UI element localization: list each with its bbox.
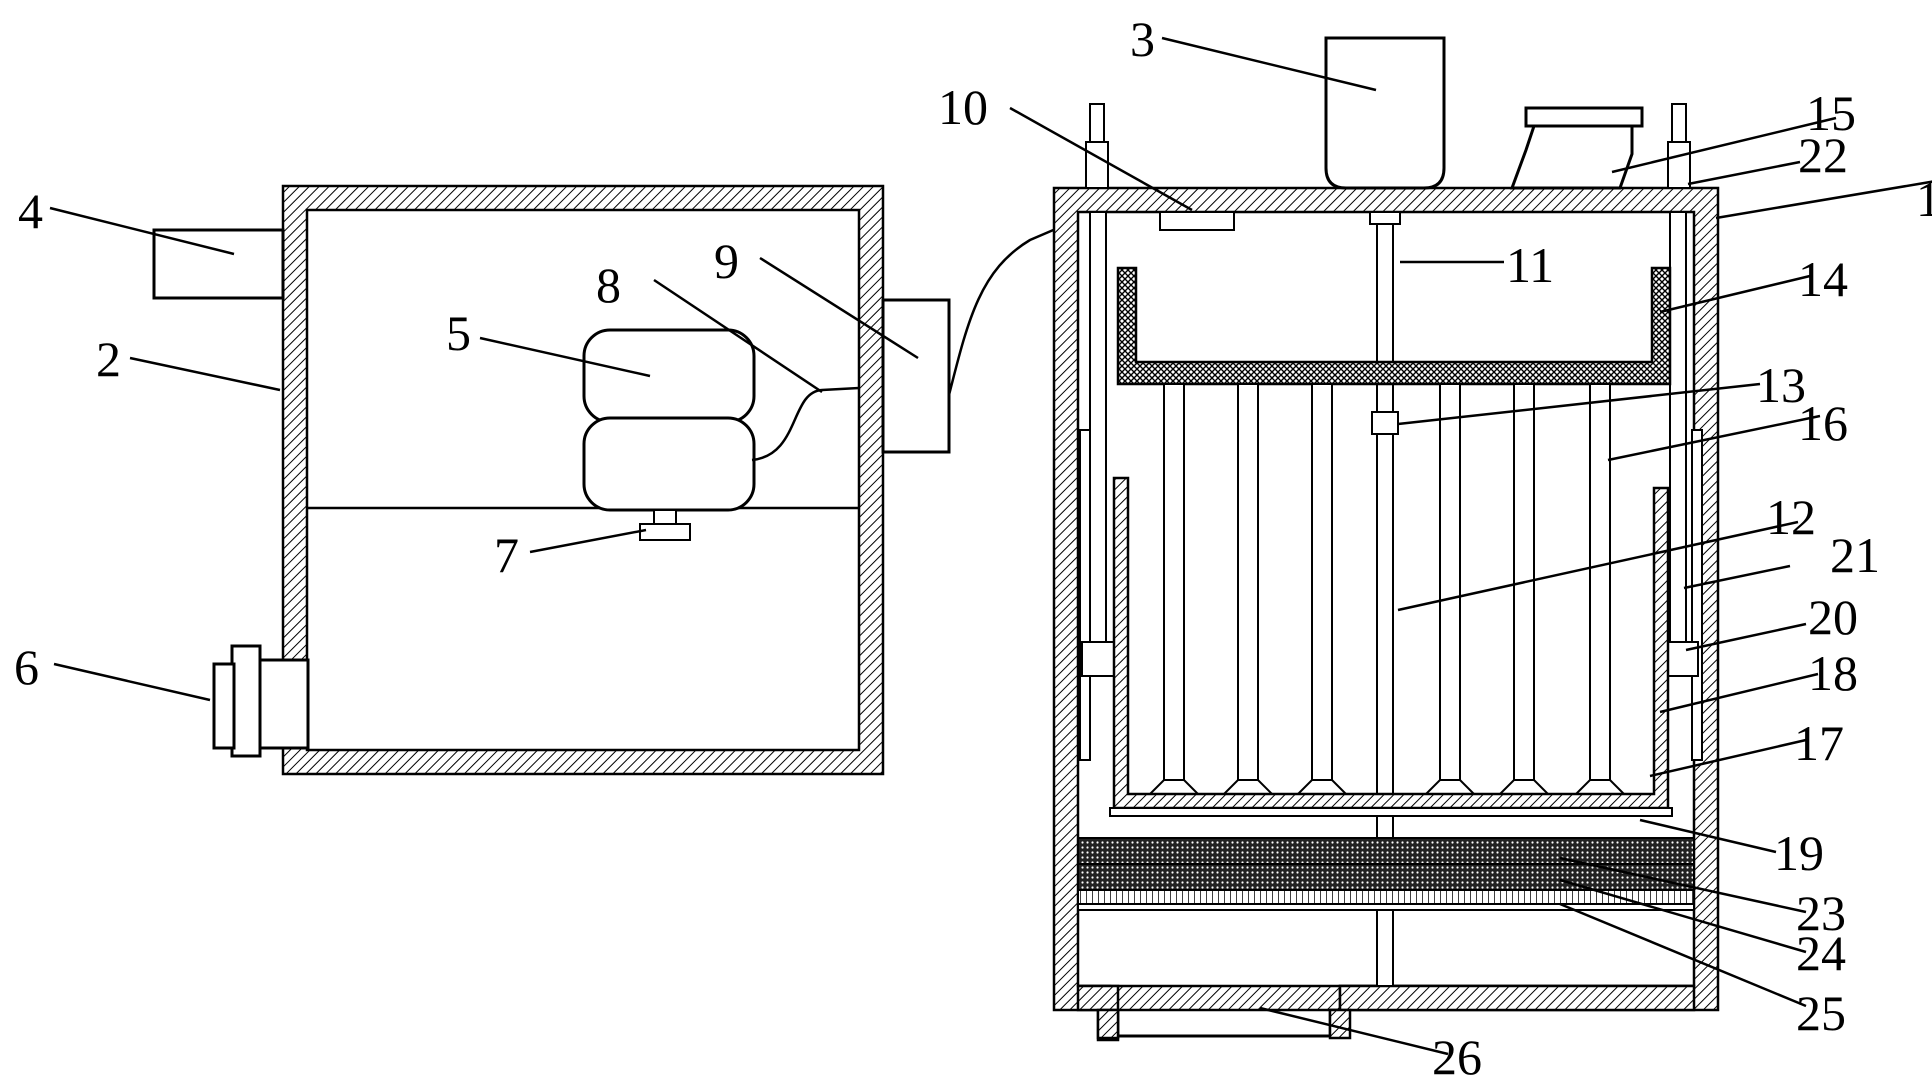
label-7: 7 (494, 527, 519, 583)
right-tank (1052, 186, 1720, 1042)
shaft-coupling (1371, 411, 1399, 435)
label-13: 13 (1756, 357, 1806, 413)
left-tank (281, 184, 885, 776)
label-10: 10 (938, 79, 988, 135)
label-18: 18 (1808, 645, 1858, 701)
connecting-cable (947, 226, 1059, 396)
label-16: 16 (1798, 395, 1848, 451)
label-23: 23 (1796, 885, 1846, 941)
label-25: 25 (1796, 985, 1846, 1041)
label-17: 17 (1794, 715, 1844, 771)
filter-support (1077, 903, 1695, 911)
label-6: 6 (14, 639, 39, 695)
label-14: 14 (1798, 251, 1848, 307)
basket-bottom (1109, 807, 1673, 817)
label-12: 12 (1766, 489, 1816, 545)
outlet-valve (212, 644, 310, 758)
label-4: 4 (18, 183, 43, 239)
label-5: 5 (446, 305, 471, 361)
label-3: 3 (1130, 11, 1155, 67)
bottom-right-wall (1338, 984, 1696, 1012)
label-22: 22 (1798, 127, 1848, 183)
label-15: 15 (1806, 85, 1856, 141)
label-11: 11 (1506, 237, 1554, 293)
outlet-left-lip (1096, 1008, 1120, 1040)
filter-layer-23 (1077, 837, 1695, 865)
part-labels: 1 2 3 4 5 6 7 8 9 10 11 12 13 14 15 16 1… (14, 11, 1932, 1085)
left-tank-wall (281, 184, 885, 776)
junction-box (881, 298, 951, 454)
label-20: 20 (1808, 589, 1858, 645)
leader-lines (49, 36, 1932, 1056)
feed-hopper (1509, 106, 1644, 190)
left-slider-block (1081, 641, 1117, 677)
label-26: 26 (1432, 1029, 1482, 1083)
label-24: 24 (1796, 925, 1846, 981)
filter-layer-24 (1077, 863, 1695, 891)
bottom-left-wall (1076, 984, 1120, 1012)
label-1: 1 (1916, 171, 1932, 227)
label-9: 9 (714, 233, 739, 289)
sensor (1159, 211, 1235, 231)
label-8: 8 (596, 257, 621, 313)
label-21: 21 (1830, 527, 1880, 583)
outlet-right-lip (1328, 1008, 1352, 1040)
pump-cable (751, 386, 860, 462)
label-2: 2 (96, 331, 121, 387)
stirring-columns (1141, 383, 1633, 801)
inlet-pipe (152, 228, 285, 300)
pump-foot (639, 509, 691, 541)
upper-tray (1116, 266, 1672, 386)
motor (1324, 36, 1446, 190)
label-19: 19 (1774, 825, 1824, 881)
pump (582, 328, 756, 512)
